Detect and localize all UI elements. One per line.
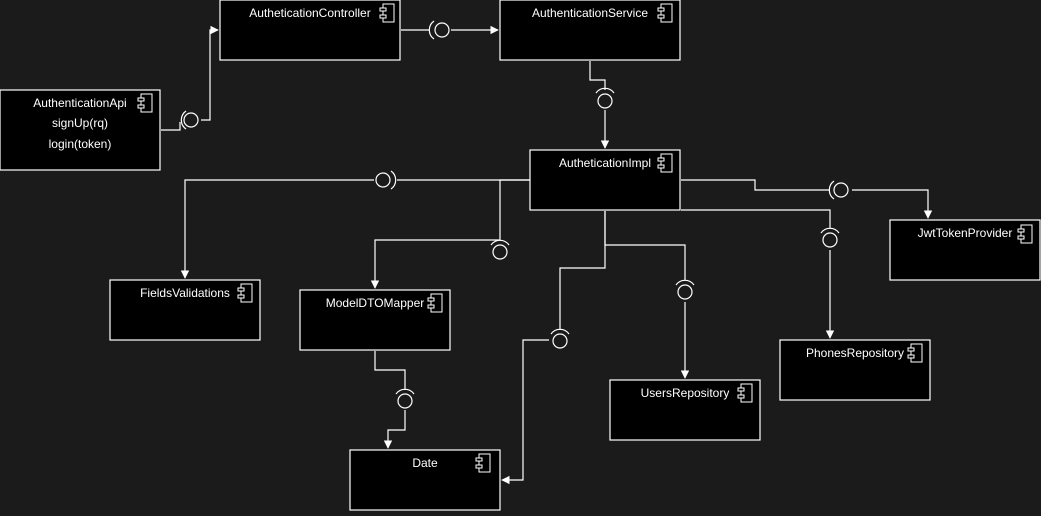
connectors xyxy=(161,30,928,480)
socket-icon xyxy=(395,388,415,409)
connector-api-controller xyxy=(161,30,218,131)
component-fields[interactable]: FieldsValidations xyxy=(109,279,261,341)
socket-icon xyxy=(490,239,510,260)
component-users[interactable]: UsersRepository xyxy=(609,379,761,441)
component-impl[interactable]: AutheticationImpl xyxy=(529,149,681,211)
component-phones[interactable]: PhonesRepository xyxy=(779,339,931,401)
component-label: AutheticationImpl xyxy=(559,156,651,170)
component-jwt[interactable]: JwtTokenProvider xyxy=(889,219,1041,281)
connector-impl-fields xyxy=(185,179,530,278)
socket-icon xyxy=(375,170,397,190)
component-label: Date xyxy=(412,456,438,470)
component-service[interactable]: AuthenticationService xyxy=(499,0,681,61)
component-label: AuthenticationApi xyxy=(33,96,126,110)
component-date[interactable]: Date xyxy=(349,449,501,511)
connector-impl-jwt xyxy=(681,179,928,218)
component-label: FieldsValidations xyxy=(140,286,230,300)
component-label: JwtTokenProvider xyxy=(918,226,1013,240)
sockets xyxy=(180,20,849,409)
socket-icon xyxy=(675,279,695,300)
socket-icon xyxy=(428,20,450,40)
socket-icon xyxy=(180,110,199,130)
component-api[interactable]: AuthenticationApi signUp(rq) login(token… xyxy=(0,89,161,171)
component-label: ModelDTOMapper xyxy=(326,296,424,310)
socket-icon xyxy=(828,180,849,200)
connector-impl-mapper xyxy=(375,179,530,288)
socket-icon xyxy=(550,328,570,349)
method-label: signUp(rq) xyxy=(52,116,108,130)
socket-icon xyxy=(820,227,840,248)
socket-icon xyxy=(595,87,615,109)
connector-mapper-date xyxy=(374,351,406,448)
component-label: UsersRepository xyxy=(641,386,730,400)
connector-impl-phones xyxy=(681,209,830,338)
component-controller[interactable]: AutheticationController xyxy=(219,0,401,61)
method-label: login(token) xyxy=(49,137,112,151)
component-mapper[interactable]: ModelDTOMapper xyxy=(299,289,451,351)
connector-impl-users xyxy=(604,211,685,378)
connector-service-impl xyxy=(589,61,605,148)
component-label: PhonesRepository xyxy=(806,346,904,360)
connector-impl-date xyxy=(502,211,606,480)
component-label: AutheticationController xyxy=(249,6,370,20)
component-label: AuthenticationService xyxy=(532,6,648,20)
